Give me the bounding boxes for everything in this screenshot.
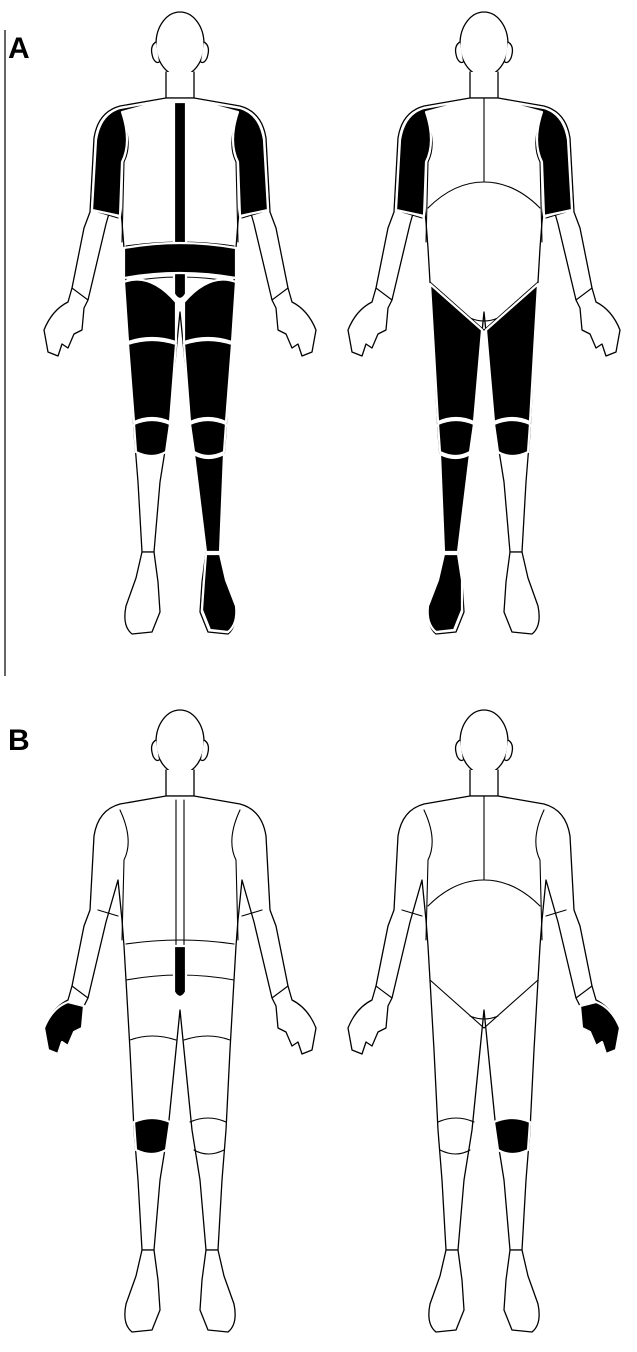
shade-lower-back-band — [124, 243, 236, 278]
shade-knees — [438, 420, 530, 456]
shade-knees — [134, 420, 226, 456]
shade-right-lower-leg — [440, 454, 470, 552]
panel-a-back-figure — [44, 12, 316, 634]
shade-left-hand — [580, 1002, 620, 1054]
shade-right-foot — [428, 554, 462, 632]
shade-lower-spine-strip — [174, 946, 186, 997]
shade-right-lower-leg — [194, 454, 224, 552]
shade-right-hand — [44, 1002, 84, 1054]
shade-right-knee — [134, 1118, 170, 1154]
panel-b-back-figure — [44, 710, 316, 1332]
shade-left-knee — [494, 1118, 530, 1154]
shade-right-foot — [202, 554, 236, 632]
shade-thighs — [128, 340, 232, 422]
panel-b-front-figure — [348, 710, 620, 1332]
panel-a-front-figure — [348, 12, 620, 634]
